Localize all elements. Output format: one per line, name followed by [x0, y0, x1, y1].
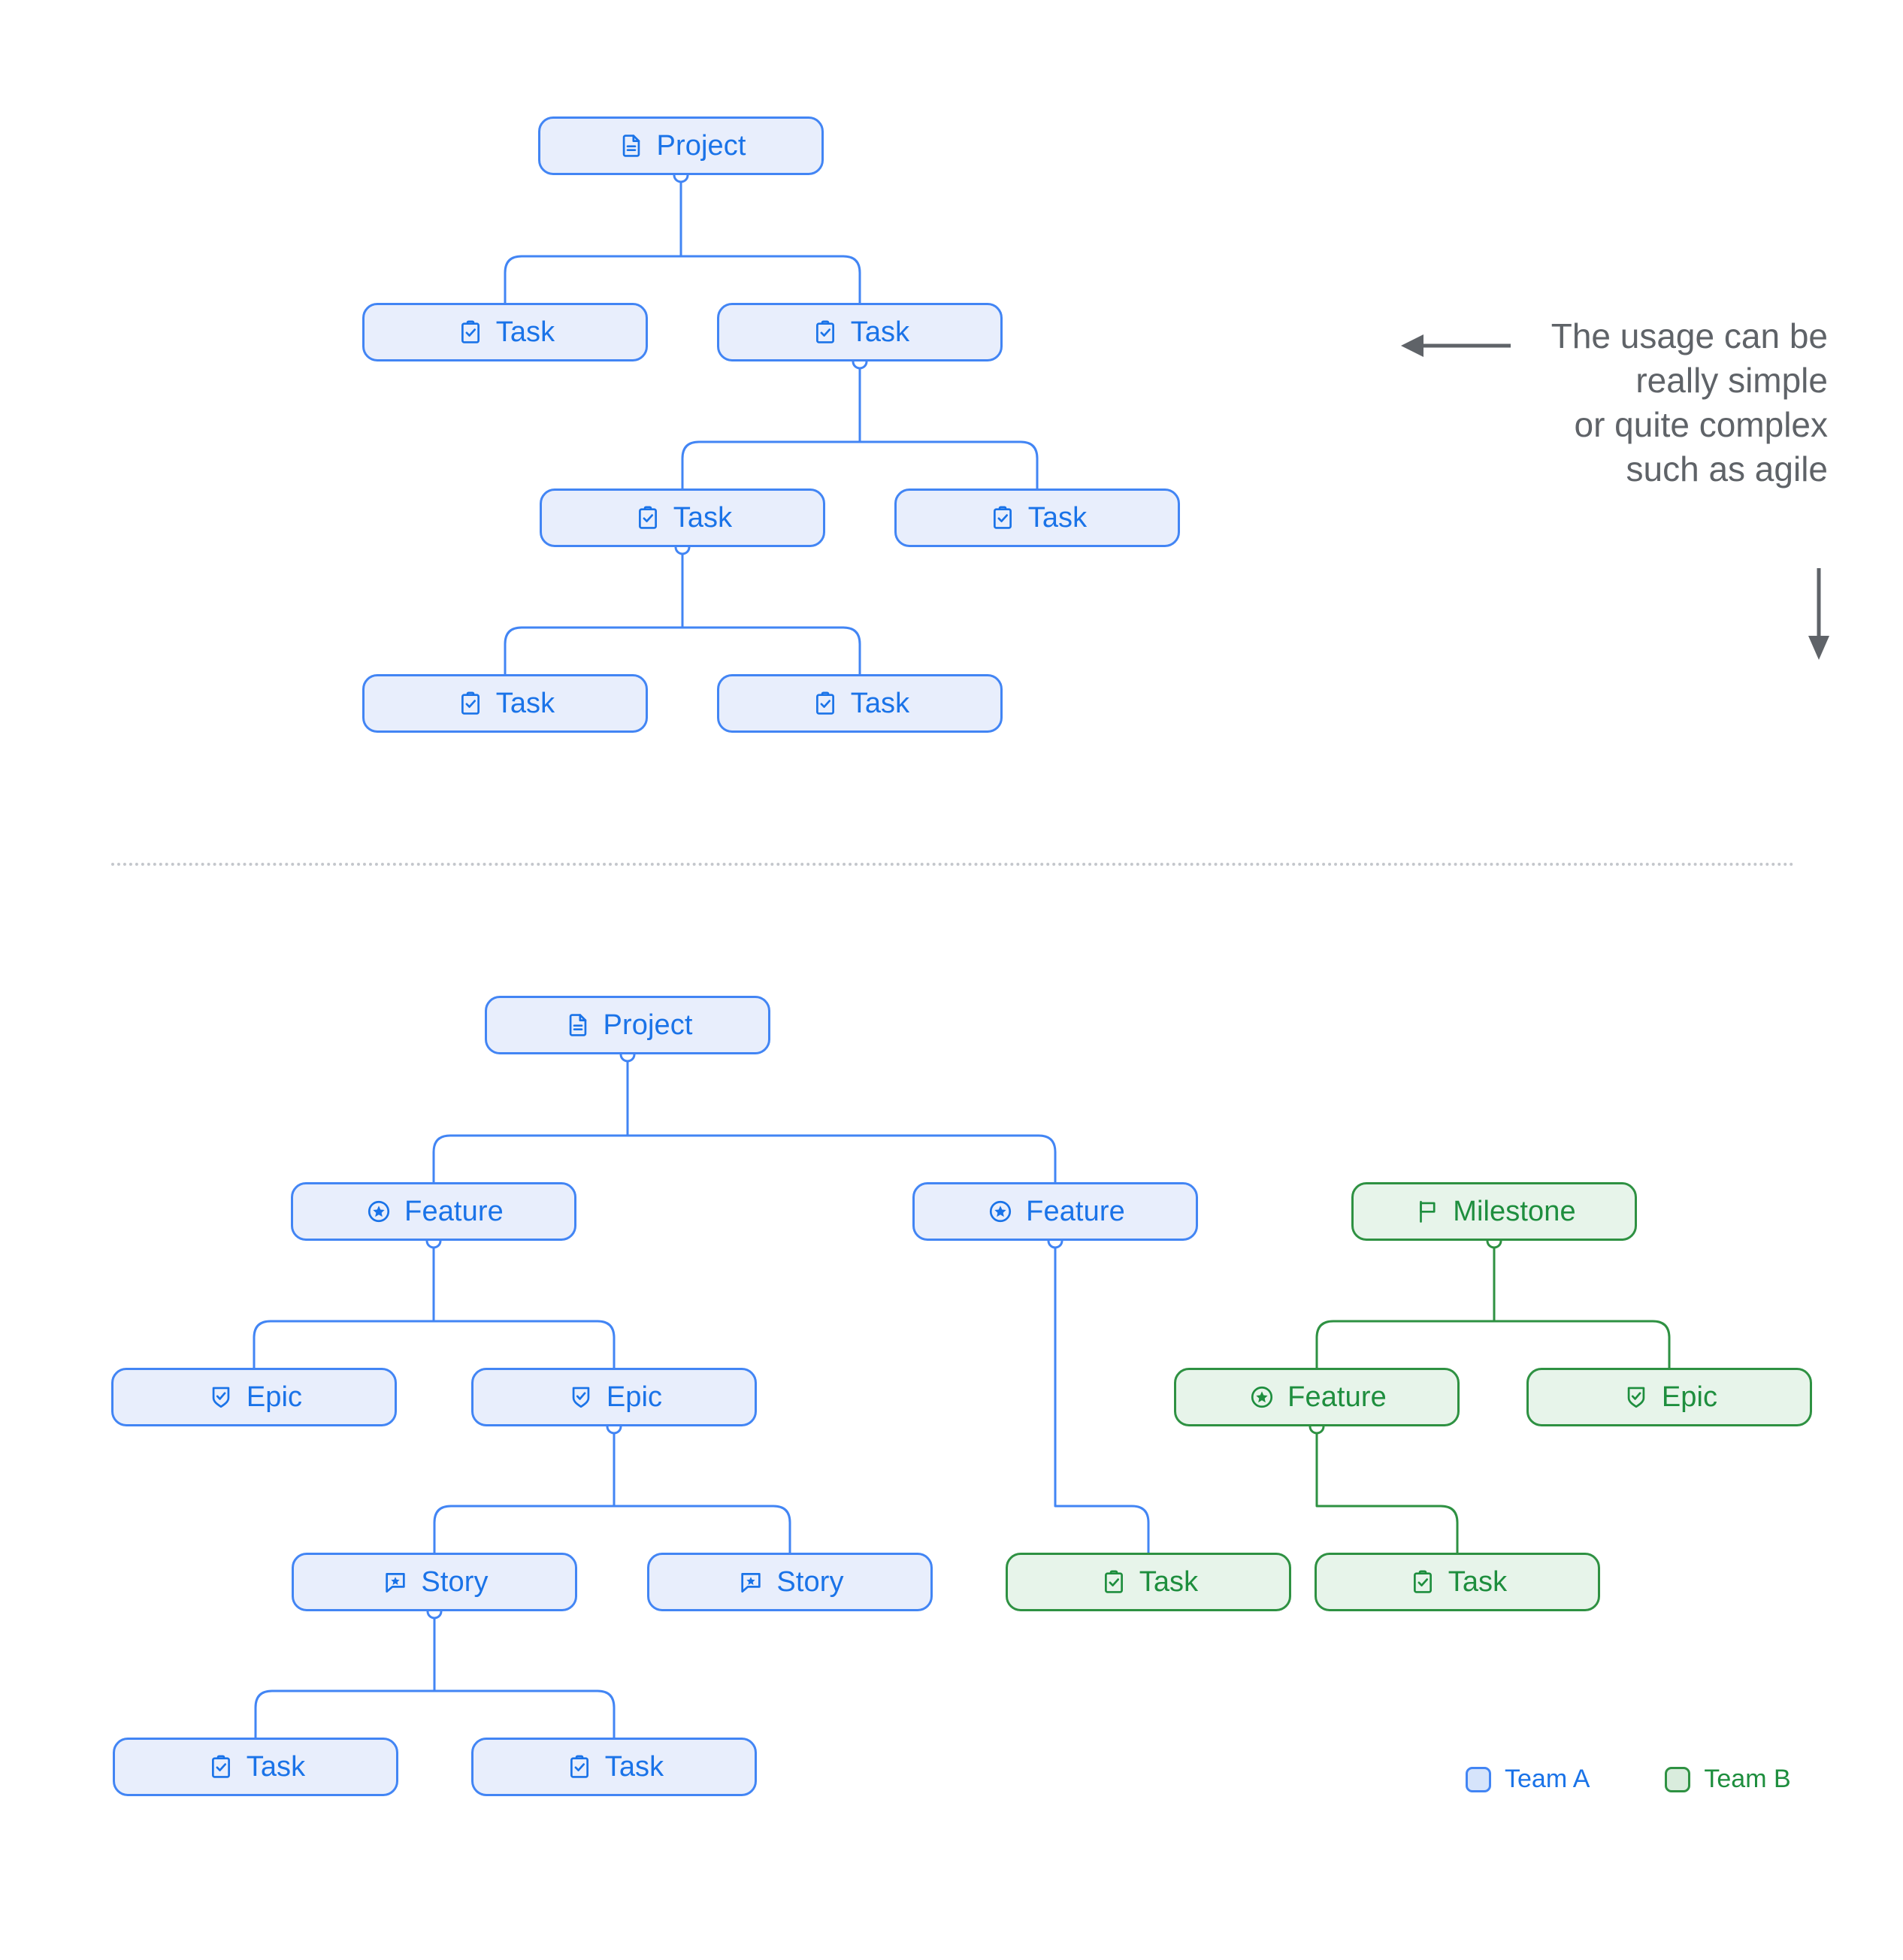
arrow-down-icon	[1808, 568, 1829, 660]
node-label: Feature	[1287, 1381, 1387, 1413]
task-icon	[810, 317, 840, 347]
node-task[interactable]: Task	[362, 303, 648, 361]
feature-icon	[985, 1196, 1015, 1227]
connector-line	[253, 1320, 435, 1369]
node-epic[interactable]: Epic	[1526, 1368, 1812, 1426]
node-label: Epic	[606, 1381, 663, 1413]
node-task[interactable]: Task	[471, 1738, 757, 1796]
task-icon	[1408, 1567, 1438, 1597]
node-task[interactable]: Task	[894, 488, 1180, 547]
connector-line	[858, 440, 1039, 490]
connector-line	[681, 626, 861, 676]
task-icon	[455, 317, 486, 347]
legend-label-team-b: Team B	[1704, 1765, 1791, 1793]
connector-line	[433, 1689, 616, 1739]
task-icon	[810, 688, 840, 718]
node-label: Epic	[246, 1381, 303, 1413]
story-icon	[380, 1567, 410, 1597]
connector-line	[432, 1320, 616, 1369]
connector-line	[504, 626, 684, 676]
node-project[interactable]: Project	[538, 116, 824, 175]
node-label: Task	[246, 1751, 306, 1783]
legend-item-team-b: Team B	[1665, 1765, 1791, 1794]
task-icon	[633, 503, 663, 533]
annotation-block: The usage can be really simple or quite …	[1488, 314, 1828, 492]
task-icon	[1099, 1567, 1129, 1597]
document-icon	[616, 131, 646, 161]
node-task[interactable]: Task	[1006, 1553, 1291, 1611]
node-feature[interactable]: Feature	[1174, 1368, 1460, 1426]
connector-line	[1493, 1320, 1671, 1369]
node-label: Milestone	[1453, 1196, 1576, 1227]
node-epic[interactable]: Epic	[111, 1368, 397, 1426]
feature-icon	[1247, 1382, 1277, 1412]
milestone-icon	[1412, 1196, 1442, 1227]
connector-line	[681, 440, 861, 490]
connector-line	[1054, 1505, 1150, 1554]
connector-line	[613, 1505, 791, 1554]
epic-icon	[206, 1382, 236, 1412]
node-project[interactable]: Project	[485, 996, 770, 1054]
node-label: Task	[1448, 1566, 1508, 1598]
feature-icon	[364, 1196, 394, 1227]
legend: Team A Team B	[1466, 1765, 1791, 1794]
node-task[interactable]: Task	[362, 674, 648, 733]
story-icon	[736, 1567, 766, 1597]
node-epic[interactable]: Epic	[471, 1368, 757, 1426]
annotation-line-1: really simple	[1635, 360, 1828, 400]
node-label: Task	[495, 688, 555, 719]
node-feature[interactable]: Feature	[912, 1182, 1198, 1241]
node-label: Task	[850, 316, 910, 348]
node-label: Story	[421, 1566, 489, 1598]
node-label: Task	[1027, 502, 1088, 534]
connector-line	[504, 255, 682, 304]
task-icon	[564, 1752, 594, 1782]
node-label: Project	[656, 130, 746, 162]
connector-line	[432, 1134, 629, 1184]
task-icon	[455, 688, 486, 718]
node-story[interactable]: Story	[647, 1553, 933, 1611]
node-story[interactable]: Story	[292, 1553, 577, 1611]
connector-line	[679, 255, 861, 304]
node-task[interactable]: Task	[717, 674, 1003, 733]
connector-line	[254, 1689, 436, 1739]
annotation-line-2: or quite complex	[1574, 404, 1829, 444]
legend-label-team-a: Team A	[1505, 1765, 1590, 1793]
legend-item-team-a: Team A	[1466, 1765, 1590, 1794]
epic-icon	[566, 1382, 596, 1412]
section-divider	[111, 863, 1795, 866]
node-label: Task	[673, 502, 733, 534]
square-swatch-icon	[1665, 1766, 1691, 1792]
node-task[interactable]: Task	[1315, 1553, 1600, 1611]
task-icon	[988, 503, 1018, 533]
node-label: Story	[776, 1566, 844, 1598]
connector-line	[626, 1134, 1057, 1184]
node-milestone[interactable]: Milestone	[1351, 1182, 1637, 1241]
connector-line	[1315, 1320, 1496, 1369]
annotation-line-0: The usage can be	[1551, 316, 1828, 355]
node-feature[interactable]: Feature	[291, 1182, 576, 1241]
arrow-left-icon	[1401, 334, 1511, 357]
node-label: Feature	[404, 1196, 504, 1227]
node-task[interactable]: Task	[540, 488, 825, 547]
node-label: Task	[850, 688, 910, 719]
connector-line	[433, 1505, 616, 1554]
node-label: Task	[604, 1751, 664, 1783]
connector-line	[1315, 1505, 1459, 1554]
node-label: Feature	[1026, 1196, 1125, 1227]
node-label: Task	[495, 316, 555, 348]
node-label: Epic	[1661, 1381, 1718, 1413]
node-label: Project	[603, 1009, 693, 1041]
square-swatch-icon	[1466, 1766, 1491, 1792]
document-icon	[563, 1010, 593, 1040]
annotation-line-3: such as agile	[1626, 449, 1829, 488]
epic-icon	[1621, 1382, 1651, 1412]
node-task[interactable]: Task	[717, 303, 1003, 361]
node-label: Task	[1139, 1566, 1199, 1598]
node-task[interactable]: Task	[113, 1738, 398, 1796]
task-icon	[206, 1752, 236, 1782]
